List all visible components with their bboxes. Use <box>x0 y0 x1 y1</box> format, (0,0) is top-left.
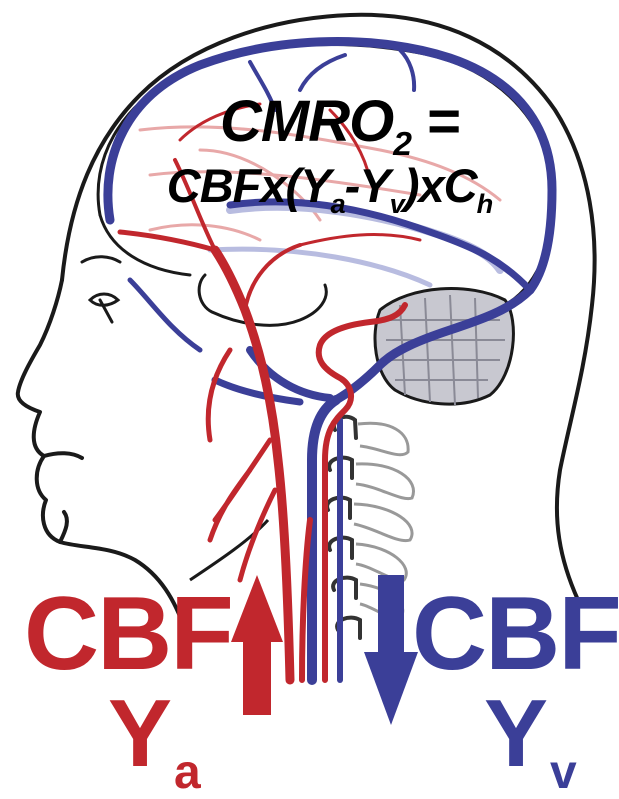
venous-y-subscript: v <box>550 746 577 799</box>
formula-line-2: CBFx(Ya-Yv)xCh <box>20 158 619 213</box>
formula-part-b: -Y <box>345 159 390 212</box>
formula-equals: = <box>411 89 459 154</box>
formula-sub-a: a <box>331 188 345 219</box>
arterial-oxygen-label: Ya <box>108 686 201 782</box>
arterial-y-symbol: Y <box>108 680 172 787</box>
formula-part-c: )xC <box>404 159 477 212</box>
formula-part-a: CBFx(Y <box>167 159 331 212</box>
formula-line-1: CMRO2 = <box>30 88 619 155</box>
venous-oxygen-label: Yv <box>484 686 577 782</box>
arterial-inflow-arrow <box>231 575 283 715</box>
arterial-y-subscript: a <box>174 746 201 799</box>
venous-cbf-label: CBF <box>412 582 619 686</box>
arterial-cbf-label: CBF <box>24 582 232 686</box>
formula-cmro-label: CMRO <box>220 89 393 154</box>
formula-sub-h: h <box>477 188 493 219</box>
cervical-spine <box>327 417 360 638</box>
venous-outflow-arrow <box>364 575 418 725</box>
cerebellum <box>375 289 513 405</box>
eye <box>82 257 120 322</box>
venous-y-symbol: Y <box>484 680 548 787</box>
formula-sub-v: v <box>390 188 404 219</box>
